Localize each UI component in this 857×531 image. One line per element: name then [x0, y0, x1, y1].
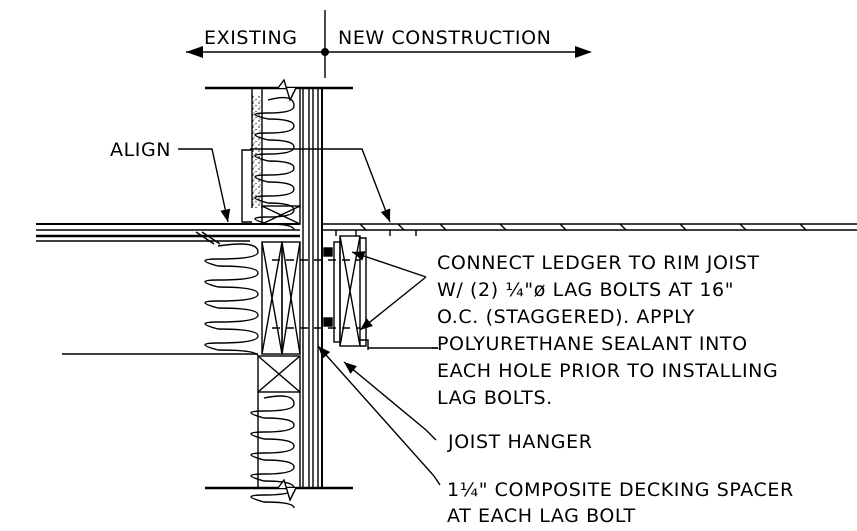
lag-bolt-assembly [272, 235, 369, 350]
spacer-note-line2: AT EACH LAG BOLT [447, 505, 636, 527]
lower-wall [62, 353, 353, 509]
ledger-note-line5: EACH HOLE PRIOR TO INSTALLING [437, 360, 778, 382]
new-decking [322, 223, 857, 236]
ledger-note-line2: W/ (2) ¼"ø LAG BOLTS AT 16" [437, 279, 734, 301]
rim-joist [204, 241, 301, 357]
align-label: ALIGN [110, 139, 171, 161]
ledger-note-line4: POLYURETHANE SEALANT INTO [437, 333, 748, 355]
construction-divider [186, 10, 592, 78]
joist-hanger-label: JOIST HANGER [447, 431, 593, 453]
upper-wall [205, 78, 353, 231]
leader-lines [178, 148, 441, 486]
ledger-note-line1: CONNECT LEDGER TO RIM JOIST [437, 252, 760, 274]
new-construction-label: NEW CONSTRUCTION [338, 27, 552, 49]
ledger-note: CONNECT LEDGER TO RIM JOIST W/ (2) ¼"ø L… [437, 252, 778, 409]
existing-floor [36, 223, 300, 245]
ledger-note-line3: O.C. (STAGGERED). APPLY [437, 306, 695, 328]
ledger-note-line6: LAG BOLTS. [437, 387, 553, 409]
spacer-note: 1¼" COMPOSITE DECKING SPACER AT EACH LAG… [447, 479, 794, 527]
sheathing-layers [302, 88, 323, 488]
insulation-floor [204, 243, 259, 357]
spacer-note-line1: 1¼" COMPOSITE DECKING SPACER [447, 479, 794, 501]
existing-label: EXISTING [204, 27, 298, 49]
